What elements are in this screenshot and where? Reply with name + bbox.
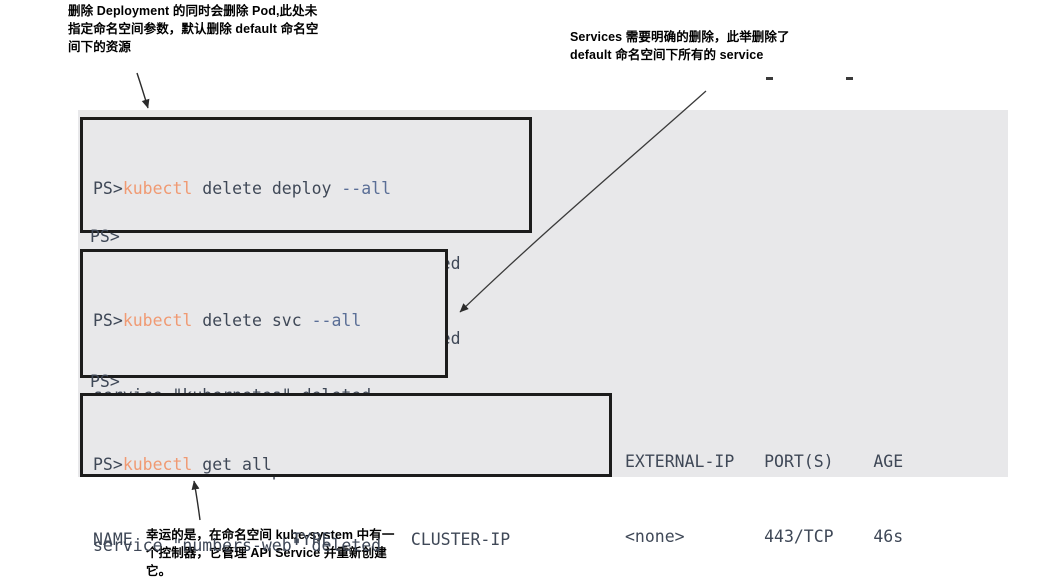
- table-row-right: <none> 443/TCP 46s: [625, 527, 904, 546]
- table-header-row-right: EXTERNAL-IP PORT(S) AGE: [625, 452, 904, 471]
- command-flag: --all: [311, 311, 362, 330]
- command-program: kubectl: [122, 311, 193, 330]
- command-program: kubectl: [122, 455, 193, 474]
- dash-mark-icon: [846, 77, 853, 80]
- trailing-prompt: PS>: [90, 372, 120, 391]
- output-line: service "numbers-web" deleted: [93, 536, 382, 555]
- command-program: kubectl: [122, 179, 193, 198]
- trailing-prompt: PS>: [90, 227, 120, 246]
- command-flag: --all: [341, 179, 392, 198]
- annotation-delete-deployment: 删除 Deployment 的同时会删除 Pod,此处未 指定命名空间参数，默认…: [68, 4, 319, 54]
- console-block-delete-svc: PS>kubectl delete svc --all service "kub…: [80, 249, 448, 555]
- command-args: delete deploy: [192, 179, 342, 198]
- annotation-kube-system-controller: 幸运的是，在命名空间 kube-system 中有一 个控制器，它管理 API …: [146, 528, 395, 578]
- command-args: get all: [192, 455, 272, 474]
- prompt-label: PS>: [93, 455, 123, 474]
- command-line-delete-svc: PS>kubectl delete svc --all: [93, 308, 435, 333]
- dash-mark-icon: [766, 77, 773, 80]
- table-header-row: NAME TYPE CLUSTER-IP: [93, 530, 511, 549]
- prompt-label: PS>: [93, 311, 123, 330]
- arrow-to-delete-deploy-block: [136, 72, 150, 109]
- console-block-delete-deploy: PS>kubectl delete deploy --all deploymen…: [80, 117, 532, 423]
- annotation-services-explicit-delete: Services 需要明确的删除，此举删除了 default 命名空间下所有的 …: [570, 30, 790, 62]
- table-overflow-columns: EXTERNAL-IP PORT(S) AGE <none> 443/TCP 4…: [625, 399, 903, 584]
- command-line-get-all: PS>kubectl get all: [93, 452, 599, 477]
- command-args: delete svc: [192, 311, 312, 330]
- console-block-get-all: PS>kubectl get all NAME TYPE CLUSTER-IP …: [80, 393, 612, 549]
- command-line-delete-deploy: PS>kubectl delete deploy --all: [93, 176, 519, 201]
- prompt-label: PS>: [93, 179, 123, 198]
